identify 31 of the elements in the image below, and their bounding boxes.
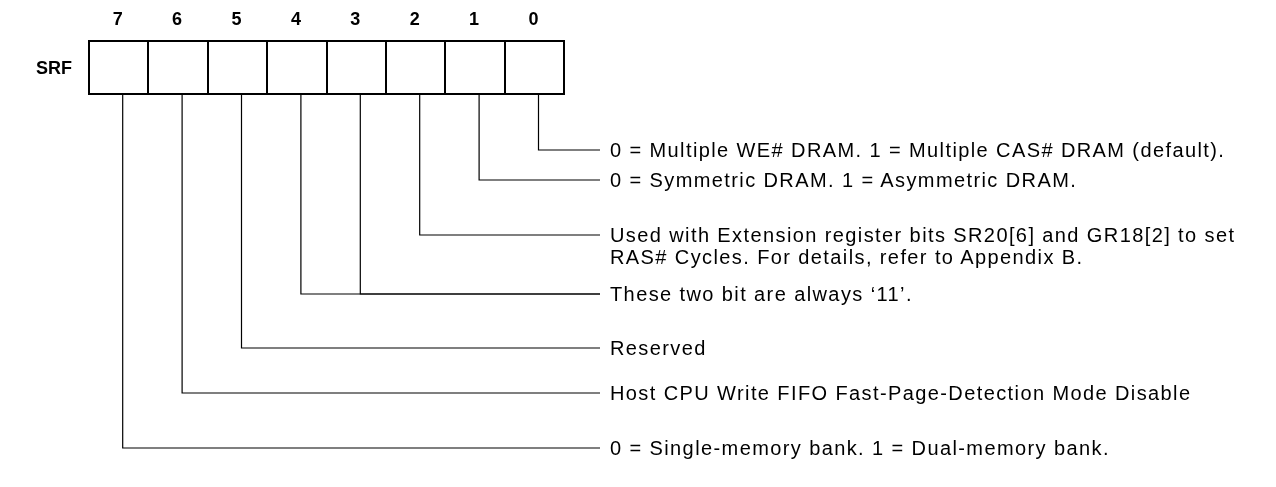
bit-field-box xyxy=(206,40,269,95)
bit-number: 4 xyxy=(289,8,302,30)
bit-number: 1 xyxy=(468,8,481,30)
bit-number: 2 xyxy=(408,8,421,30)
register-name: SRF xyxy=(36,56,72,79)
bit-description: Reserved xyxy=(610,337,707,359)
leader-line xyxy=(122,94,601,449)
bit-description: These two bit are always ‘11’. xyxy=(610,283,913,305)
leader-line xyxy=(478,94,601,181)
bit-field-box xyxy=(88,40,150,95)
bit-field-box xyxy=(325,40,387,95)
leader-line xyxy=(537,94,601,151)
bit-description: 0 = Multiple WE# DRAM. 1 = Multiple CAS# DRAM (default). xyxy=(610,139,1226,161)
bit-field-box xyxy=(147,40,209,95)
bit-number: 5 xyxy=(230,8,243,30)
leader-line xyxy=(181,94,601,394)
leader-line xyxy=(240,94,601,349)
bit-description: Used with Extension register bits SR20[6] and GR18[2] to set RAS# Cycles. For details, refer to Appendix B. xyxy=(610,224,1274,268)
bit-field-box xyxy=(503,40,566,95)
bit-field-box xyxy=(444,40,506,95)
leader-line xyxy=(419,94,601,236)
bit-number: 6 xyxy=(171,8,184,30)
bit-description: 0 = Symmetric DRAM. 1 = Asymmetric DRAM. xyxy=(610,169,1078,191)
bit-number: 0 xyxy=(527,8,540,30)
leader-line xyxy=(300,94,601,295)
bit-description: Host CPU Write FIFO Fast-Page-Detection Mode Disable xyxy=(610,382,1192,404)
bit-field-box xyxy=(266,40,328,95)
bit-number: 7 xyxy=(111,8,124,30)
bit-field-box xyxy=(385,40,447,95)
bit-description: 0 = Single-memory bank. 1 = Dual-memory bank. xyxy=(610,437,1110,459)
bit-number: 3 xyxy=(349,8,362,30)
